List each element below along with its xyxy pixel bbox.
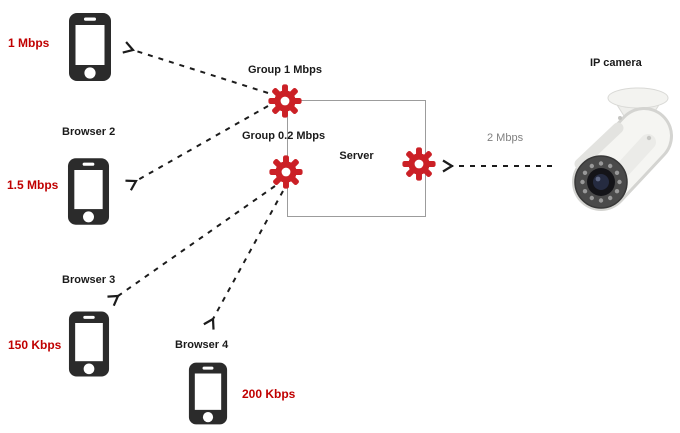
browser-3-label: Browser 3 xyxy=(62,274,116,286)
server-ingest-gear-icon xyxy=(402,147,436,181)
arrow-group02-to-browser3 xyxy=(107,185,276,307)
camera-rate: 2 Mbps xyxy=(487,132,524,144)
arrow-camera... xyxy=(203,190,284,330)
server-box xyxy=(287,100,426,217)
browser-4-rate: 200 Kbps xyxy=(242,387,296,401)
browser-2-phone-icon xyxy=(67,155,110,228)
group-1mbps-label: Group 1 Mbps xyxy=(248,64,322,76)
group-02mbps-gear-icon xyxy=(269,155,303,189)
group-1mbps-gear-icon xyxy=(268,84,302,118)
browser-1-rate: 1 Mbps xyxy=(8,36,50,50)
browser-2-label: Browser 2 xyxy=(62,126,116,138)
browser-4-label: Browser 4 xyxy=(175,339,229,351)
browser-4-phone-icon xyxy=(188,359,228,428)
server-label: Server xyxy=(339,150,374,162)
browser-1-phone-icon xyxy=(68,12,112,82)
browser-3-rate: 150 Kbps xyxy=(8,338,62,352)
ip-camera-label: IP camera xyxy=(590,57,642,69)
browser-2-rate: 1.5 Mbps xyxy=(7,178,59,192)
ip-camera-image xyxy=(572,87,673,211)
browser-3-phone-icon xyxy=(68,308,110,380)
group-02mbps-label: Group 0.2 Mbps xyxy=(242,130,326,142)
arrow-group1-to-browser2 xyxy=(125,105,269,191)
